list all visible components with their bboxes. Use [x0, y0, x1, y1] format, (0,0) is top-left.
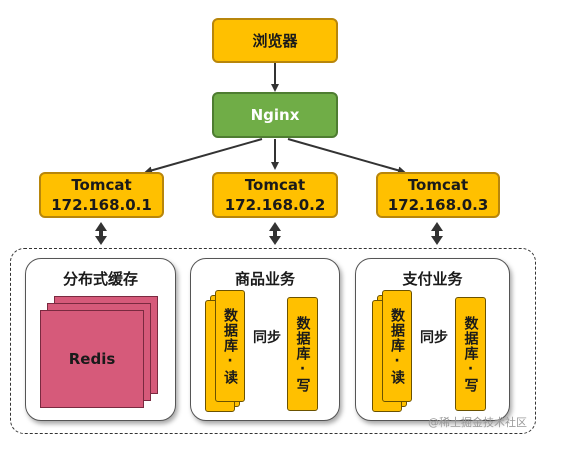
tomcat-name: Tomcat [407, 176, 469, 194]
tomcat-node-1: Tomcat 172.168.0.1 [39, 172, 164, 218]
redis-store: Redis [40, 310, 144, 408]
arrow-nginx-tomcat-1 [144, 138, 263, 175]
tomcat-ip: 172.168.0.2 [224, 196, 326, 214]
cache-panel-title: 分布式缓存 [62, 270, 138, 288]
payment-read-db: 数据库·读 [382, 290, 412, 402]
backend-group [10, 248, 536, 434]
tomcat-ip: 172.168.0.3 [387, 196, 489, 214]
tomcat-name: Tomcat [71, 176, 132, 194]
tomcat-ip: 172.168.0.1 [51, 196, 152, 214]
browser-node: 浏览器 [212, 18, 338, 63]
payment-write-db: 数据库·写 [455, 297, 486, 411]
tomcat-node-2: Tomcat 172.168.0.2 [212, 172, 338, 218]
double-arrow-2 [269, 222, 281, 245]
tomcat-node-3: Tomcat 172.168.0.3 [376, 172, 500, 218]
watermark: @稀土掘金技术社区 [428, 416, 527, 429]
tomcat-name: Tomcat [244, 176, 306, 194]
product-panel-title: 商品业务 [234, 270, 295, 288]
payment-panel-title: 支付业务 [402, 270, 463, 288]
product-write-db: 数据库·写 [287, 297, 318, 411]
double-arrow-3 [431, 222, 443, 245]
product-read-db: 数据库·读 [215, 290, 245, 402]
arrow-nginx-tomcat-3 [287, 138, 406, 175]
payment-sync-label: 同步 [420, 330, 448, 346]
product-sync-label: 同步 [253, 330, 281, 346]
nginx-node: Nginx [212, 92, 338, 138]
double-arrow-1 [95, 222, 107, 245]
